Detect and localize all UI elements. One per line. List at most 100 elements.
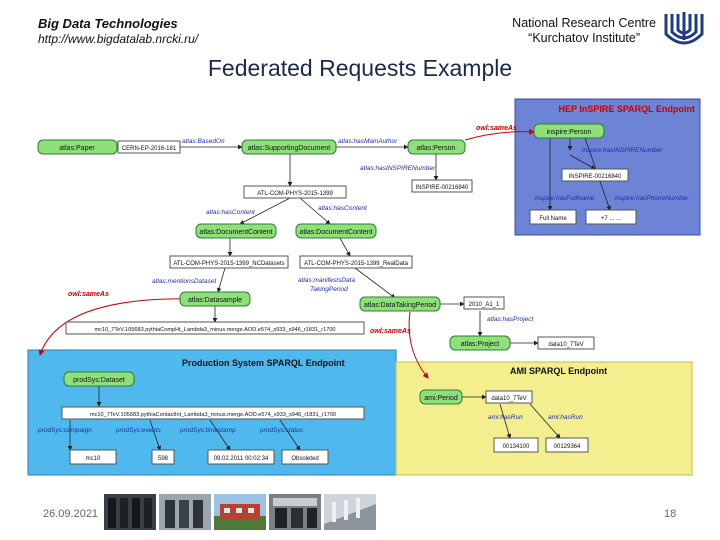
svg-text:atlas:DocumentContent: atlas:DocumentContent [199,229,272,236]
node-datatakingperiod: atlas:DataTakingPeriod [359,296,441,312]
node-project: atlas:Project [449,335,511,351]
label-manifests-1: atlas:manifestsData [298,277,355,284]
edge-sameas-person [464,128,535,141]
svg-text:atlas:DocumentContent: atlas:DocumentContent [299,229,372,236]
literal-project-val: data10_7TeV [537,336,595,350]
literal-mc-long: mc10_7TeV.105683.pythiaCompHt_Lambda3_mi… [65,321,365,335]
ami-panel [395,361,693,476]
photo-strip [104,494,376,530]
literal-ncd: ATL-COM-PHYS-2015-1399_NCDatasets [169,255,289,269]
edge-hasrun-2 [529,403,561,439]
svg-text:INSPIRE-00216840: INSPIRE-00216840 [416,185,469,191]
literal-insp-number: INSPIRE-00216840 [561,168,629,182]
label-sameas-1: owl:sameAs [476,125,517,132]
label-has-fullname: inspire:hasFullName [535,195,595,202]
svg-text:atlas:Datasample: atlas:Datasample [188,297,242,304]
literal-timestamp: 09.02.2011 00:02:34 [207,449,275,465]
building-photo [214,494,266,530]
svg-text:prodSys:Dataset: prodSys:Dataset [73,377,125,384]
node-ami-period: ami:Period [419,389,463,405]
slide-title: Federated Requests Example [207,55,513,81]
svg-text:00134100: 00134100 [503,444,530,450]
node-datasample: atlas:Datasample [179,291,251,307]
institute-line-1: National Research Centre [512,16,656,30]
literal-phone: +7 ... ... [585,209,637,225]
edge-tstamp [209,419,231,451]
svg-text:09.02.2011 00:02:34: 09.02.2011 00:02:34 [214,456,269,462]
label-manifests-2: TakingPeriod [310,286,348,293]
svg-text:data10_7TeV: data10_7TeV [491,396,526,402]
edge-sameas-period [408,311,429,379]
svg-text:2010_A1_1: 2010_A1_1 [469,302,500,308]
institute-name: National Research Centre “Kurchatov Inst… [512,16,656,46]
literal-run-1: 00134100 [493,437,539,453]
institute-line-2: “Kurchatov Institute” [528,31,641,45]
svg-text:atlas:SupportingDocument: atlas:SupportingDocument [248,145,331,152]
edge-sameas-dataset [38,298,201,356]
svg-text:data10_7TeV: data10_7TeV [548,342,583,348]
svg-text:mc10_7TeV.105683.pythiaContact: mc10_7TeV.105683.pythiaContactInt_Lambda… [90,412,336,418]
edge-insp-num-2 [569,154,596,170]
label-based-on: atlas:BasedOn [182,138,225,145]
svg-text:CERN-EP-2016-181: CERN-EP-2016-181 [122,146,177,152]
label-campaign: prodSys:campaign [37,427,92,434]
edge-status [279,419,301,451]
svg-text:INSPIRE-00216840: INSPIRE-00216840 [569,174,622,180]
prod-panel-title: Production System SPARQL Endpoint [182,358,345,368]
hep-panel-title: HEP InSPIRE SPARQL Endpoint [558,104,695,114]
label-has-content-2: atlas:hasContent [318,205,368,212]
svg-text:atlas:Project: atlas:Project [461,341,500,348]
label-status: prodSys:status [259,427,304,434]
svg-text:atlas:DataTakingPeriod: atlas:DataTakingPeriod [364,302,436,309]
node-supporting-document: atlas:SupportingDocument [241,139,337,155]
literal-inspire-number: INSPIRE-00216840 [411,179,473,193]
literal-atl-com: ATL-COM-PHYS-2015-1399 [243,185,347,199]
label-has-inspire: atlas:hasINSPIRENumber [360,165,436,172]
label-sameas-2: owl:sameAs [68,291,109,298]
literal-fullname: Full Name [529,209,577,225]
node-person: atlas:Person [407,139,466,155]
literal-mc10: mc10 [69,449,117,465]
literal-598: 598 [151,449,175,465]
svg-text:ATL-COM-PHYS-2015-1399: ATL-COM-PHYS-2015-1399 [257,191,333,197]
literal-obsoleted: Obsoleted [281,449,329,465]
svg-text:+7 ... ...: +7 ... ... [601,216,622,222]
svg-text:00129364: 00129364 [554,444,581,450]
ami-panel-title: AMI SPARQL Endpoint [510,366,607,376]
svg-text:ATL-COM-PHYS-2015-1399_RealDat: ATL-COM-PHYS-2015-1399_RealData [304,261,409,267]
svg-text:Full Name: Full Name [539,216,567,222]
label-hasrun-1: ami:hasRun [488,414,523,421]
edge-events [149,419,162,451]
svg-text:atlas:Paper: atlas:Paper [59,145,95,152]
label-main-author: atlas:hasMainAuthor [338,138,398,145]
edge-hasrun-1 [499,403,512,439]
edge-has-content-2 [299,197,331,225]
label-has-phone: inspire:hasPhoneNumber [615,195,689,202]
svg-text:598: 598 [158,456,169,462]
literal-run-2: 00129364 [545,437,589,453]
label-sameas-3: owl:sameAs [370,328,411,335]
svg-text:Obsoleted: Obsoleted [291,456,318,462]
datacenter-photo-3 [269,494,321,530]
node-prodsys-dataset: prodSys:Dataset [63,371,135,387]
svg-text:mc10_7TeV.105683.pythiaCompHt_: mc10_7TeV.105683.pythiaCompHt_Lambda3_mi… [94,327,335,333]
node-doccontent-2: atlas:DocumentContent [295,223,377,239]
literal-period-val: 2010_A1_1 [463,296,505,310]
datacenter-photo-1 [104,494,156,530]
label-insp-has-num: inspire:hasINSPIRENumber [582,147,663,154]
org-url[interactable]: http://www.bigdatalab.nrcki.ru/ [38,32,199,46]
label-hasrun-2: ami:hasRun [548,414,583,421]
label-events: prodSys:events [115,427,162,434]
datacenter-photo-2 [159,494,211,530]
svg-text:mc10: mc10 [86,456,101,462]
org-name: Big Data Technologies [38,16,178,31]
edge-has-content-1 [239,197,291,225]
literal-real: ATL-COM-PHYS-2015-1399_RealData [299,255,413,269]
page-number: 18 [664,508,677,520]
edge-to-real [339,237,351,257]
svg-text:ATL-COM-PHYS-2015-1399_NCDatas: ATL-COM-PHYS-2015-1399_NCDatasets [173,261,284,267]
literal-cern: CERN-EP-2016-181 [117,140,181,154]
label-tstamp: prodSys:timestamp [179,427,236,434]
node-paper: atlas:Paper [37,139,118,155]
